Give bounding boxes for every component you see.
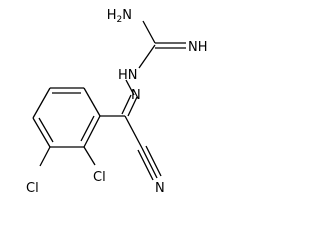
hydrazine-nh-label-n: N bbox=[128, 68, 138, 83]
bonds bbox=[32, 20, 186, 181]
molecule-drawing: H2N NH HN N N Cl Cl bbox=[26, 8, 208, 196]
bond-n-c-double-1 bbox=[121, 94, 132, 115]
cl-upper-label: Cl bbox=[93, 170, 106, 185]
hydrazine-nh-label-h: H bbox=[118, 68, 128, 83]
ring-inner-3 bbox=[80, 115, 95, 142]
bond-nitrile-1 bbox=[141, 147, 158, 179]
bond-nitrile-2 bbox=[145, 145, 162, 177]
nh2-label-h: H bbox=[107, 8, 117, 23]
nh2-label: H2N bbox=[107, 8, 132, 25]
structure-canvas: H2N NH HN N N Cl Cl bbox=[26, 8, 208, 196]
ring-bond-3 bbox=[32, 87, 51, 119]
cl-lower-label: Cl bbox=[26, 181, 39, 196]
nh2-label-n: N bbox=[122, 8, 132, 23]
bond-c-hydrazine-nh bbox=[138, 44, 156, 69]
atom-labels: H2N NH HN N N Cl Cl bbox=[26, 8, 208, 196]
ring-bond-4 bbox=[32, 117, 51, 148]
ring-inner-2 bbox=[38, 117, 54, 143]
bond-n-c-double-2 bbox=[127, 96, 138, 117]
azo-n-label: N bbox=[131, 88, 141, 103]
imine-nh-label: NH bbox=[188, 40, 208, 55]
nh2-label-count: 2 bbox=[117, 15, 123, 25]
ring-bond-6 bbox=[83, 115, 101, 148]
bond-ring-cl-upper bbox=[83, 146, 96, 166]
bond-nitrile-3 bbox=[137, 149, 154, 181]
nitrile-n-label: N bbox=[155, 181, 165, 196]
bond-nh-n bbox=[125, 79, 135, 96]
bond-c-nitrile-c bbox=[124, 115, 143, 149]
bond-ring-cl-lower bbox=[39, 146, 51, 167]
hydrazine-nh-label: HN bbox=[118, 68, 138, 83]
bond-c-nh2 bbox=[142, 20, 156, 44]
ring-bond-1 bbox=[83, 87, 101, 117]
